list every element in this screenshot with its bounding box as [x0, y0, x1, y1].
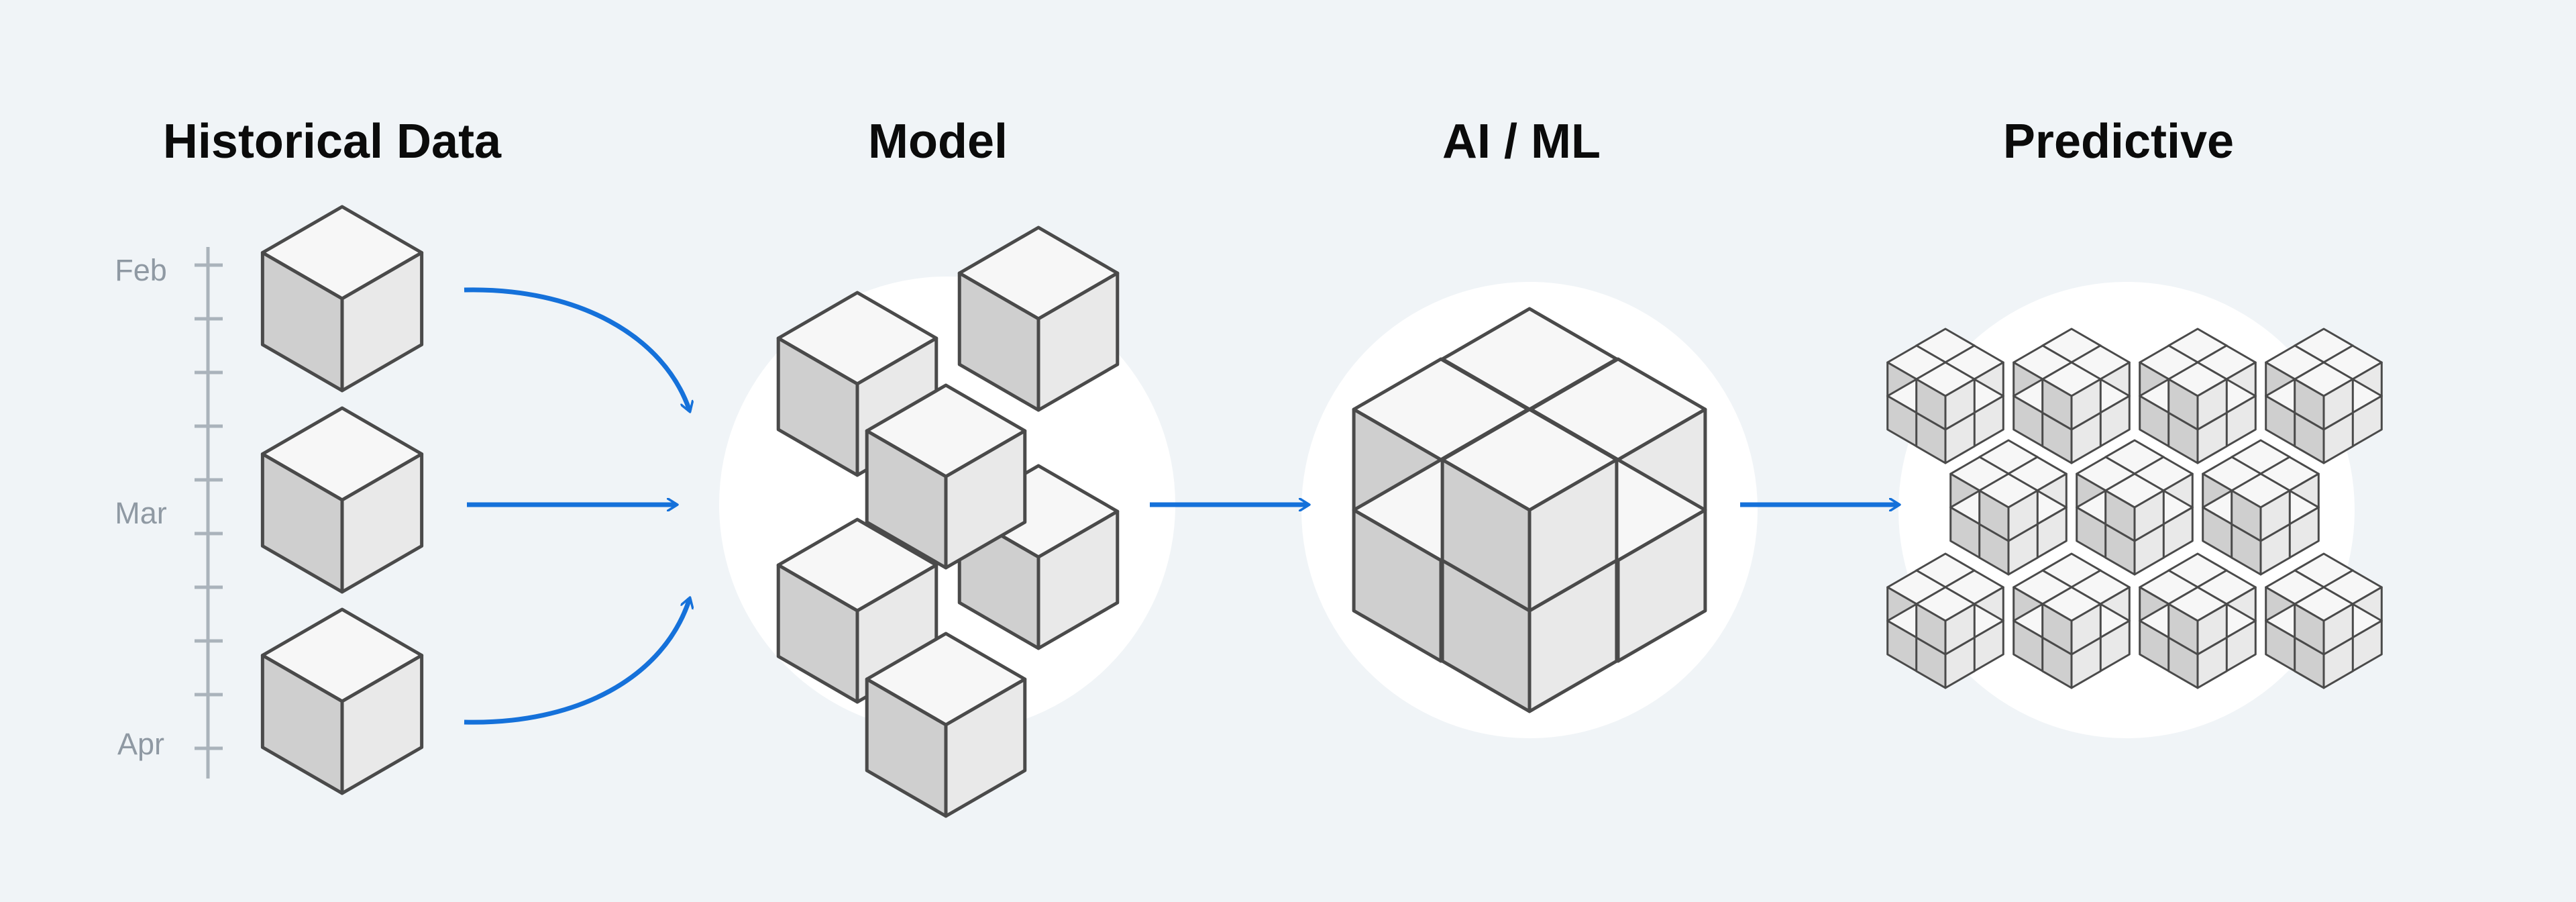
predictive-cluster-4	[2265, 328, 2383, 464]
stage-title-predictive: Predictive	[2003, 115, 2234, 168]
model-cube-4	[776, 517, 938, 704]
stage-title-ai-ml: AI / ML	[1442, 115, 1601, 168]
historical-data-cubes	[260, 205, 424, 795]
historical-cube-1	[260, 205, 424, 393]
stage-title-model: Model	[868, 115, 1008, 168]
predictive-cluster-3	[2139, 328, 2257, 464]
predictive-cluster-5	[1949, 439, 2068, 576]
predictive-cluster-2	[2012, 328, 2131, 464]
predictive-mini-cube	[2041, 361, 2102, 431]
predictive-mini-cube	[2104, 472, 2165, 542]
predictive-mini-cube	[2231, 472, 2291, 542]
predictive-cluster-1	[1886, 328, 2004, 464]
predictive-mini-cube	[2041, 586, 2102, 656]
timeline-axis	[195, 247, 223, 779]
month-label-apr: Apr	[117, 727, 164, 761]
predictive-cube-clusters	[1886, 328, 2383, 689]
historical-cube-2	[260, 406, 424, 594]
model-cube-6	[865, 632, 1027, 818]
model-cube-1	[957, 225, 1120, 412]
month-label-feb: Feb	[115, 253, 167, 287]
month-label-mar: Mar	[115, 496, 167, 530]
predictive-cluster-9	[2012, 552, 2131, 689]
model-cubes	[776, 225, 1120, 818]
stage-title-historical-data: Historical Data	[163, 115, 502, 168]
predictive-cluster-7	[2202, 439, 2320, 576]
predictive-mini-cube	[1915, 586, 1976, 656]
historical-cube-3	[260, 607, 424, 795]
ai-ml-cube-cluster	[1352, 307, 1707, 713]
model-cube-5	[865, 383, 1027, 570]
arrow-feb-to-model	[464, 287, 690, 411]
predictive-cluster-10	[2139, 552, 2257, 689]
ai-ml-cube-7	[1440, 407, 1619, 613]
predictive-cluster-8	[1886, 552, 2004, 689]
predictive-mini-cube	[2167, 586, 2228, 656]
arrow-apr-to-model	[464, 599, 690, 725]
predictive-mini-cube	[2294, 361, 2354, 431]
predictive-cluster-11	[2265, 552, 2383, 689]
predictive-mini-cube	[1978, 472, 2039, 542]
predictive-mini-cube	[2167, 361, 2228, 431]
predictive-cluster-6	[2076, 439, 2194, 576]
predictive-mini-cube	[2294, 586, 2354, 656]
predictive-mini-cube	[1915, 361, 1976, 431]
